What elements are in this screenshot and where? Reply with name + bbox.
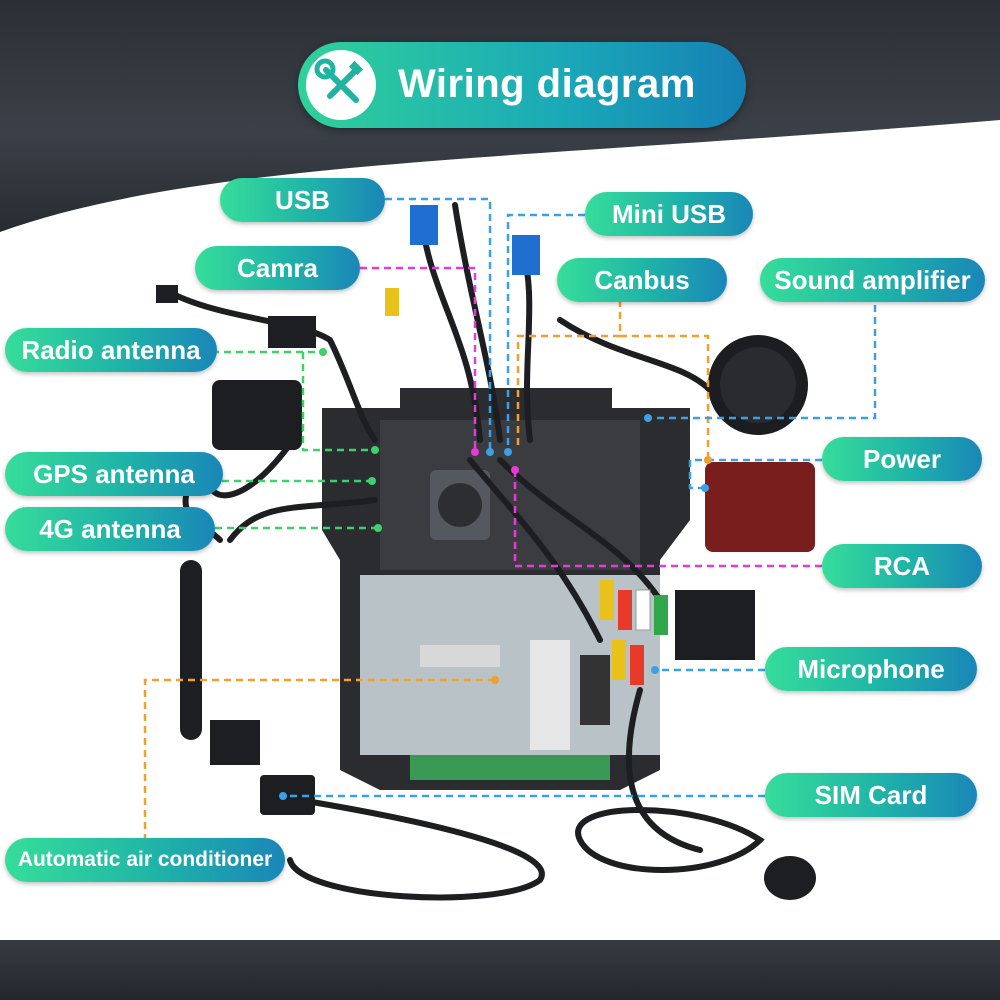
connector-block (580, 655, 610, 725)
label-power: Power (822, 437, 982, 481)
label-mini-usb: Mini USB (585, 192, 753, 236)
label-camra: Camra (195, 246, 360, 290)
wrench-screwdriver-icon (314, 58, 364, 103)
4g-antenna-stick (180, 560, 202, 740)
label-sound-amplifier: Sound amplifier (760, 258, 985, 302)
white-connector (420, 645, 500, 667)
rca-plugs (600, 580, 668, 685)
label-usb: USB (220, 178, 385, 222)
green-pcb (410, 755, 610, 780)
ac-line (143, 678, 495, 840)
label-microphone: Microphone (765, 647, 977, 691)
stickers (530, 640, 570, 750)
power-harness-connector (675, 590, 755, 660)
canbus-line-b (620, 334, 710, 460)
label-gps-antenna: GPS antenna (5, 452, 223, 496)
label-radio-antenna: Radio antenna (5, 328, 217, 372)
camra-line (360, 266, 477, 452)
mini-usb-plug (512, 235, 540, 275)
label-4g-antenna: 4G antenna (5, 507, 215, 551)
car-background-bottom (0, 930, 1000, 1000)
label-sim-card: SIM Card (765, 773, 977, 817)
sim-card-module (260, 775, 315, 815)
ac-connector (210, 720, 260, 765)
title-icon-badge (306, 50, 376, 120)
mini-usb-line (506, 213, 585, 452)
radio-antenna-plug (156, 285, 178, 303)
camera-rca-plug (385, 288, 399, 316)
label-rca: RCA (822, 544, 982, 588)
usb-plug (410, 205, 438, 245)
microphone-head (764, 856, 816, 900)
gps-antenna-block (212, 380, 302, 450)
canbus-box (705, 462, 815, 552)
radio-antenna-line-b (301, 352, 375, 452)
fan (438, 483, 482, 527)
label-automatic-air-conditioner: Automatic air conditioner (5, 838, 285, 882)
label-canbus: Canbus (557, 258, 727, 302)
rear-panel (380, 420, 640, 570)
canbus-line-a (516, 300, 622, 450)
page-title: Wiring diagram (398, 62, 696, 106)
radio-antenna-adapter (268, 316, 316, 348)
sound-amplifier-line (648, 305, 877, 420)
rca-line (513, 470, 822, 568)
